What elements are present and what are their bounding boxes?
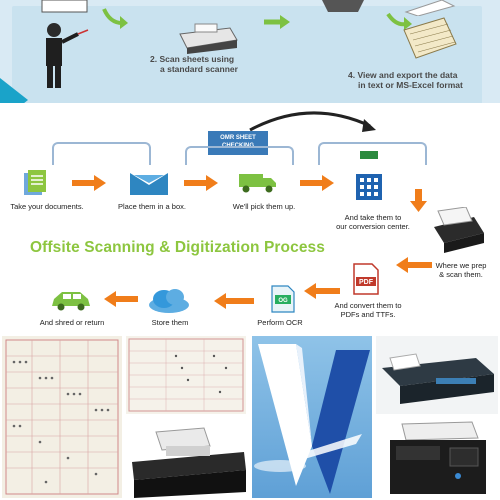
step-label-line: And convert them to xyxy=(334,301,402,310)
omr-box-line-1: OMR SHEET xyxy=(220,135,256,141)
orange-arrow-left-icon xyxy=(104,291,138,307)
step-label-line: Place them in a box. xyxy=(118,202,186,211)
cloud-icon xyxy=(149,289,189,313)
frame-right xyxy=(318,142,427,165)
laptop-icon xyxy=(322,0,364,12)
scanner-photo xyxy=(126,418,250,498)
step-label-line: our conversion center. xyxy=(336,222,410,231)
building-icon xyxy=(356,174,382,200)
orange-arrow-left-icon xyxy=(304,283,340,299)
sheet-fed-scanner-graphic xyxy=(382,353,494,404)
ocr-badge-text: OG xyxy=(278,298,288,304)
step-label-line: Take your documents. xyxy=(10,202,84,211)
car-icon xyxy=(52,292,90,311)
step-label-line: And take them to xyxy=(344,213,402,222)
step-label-line: And shred or return xyxy=(39,318,105,327)
step-4-line-1: 4. View and export the data xyxy=(348,70,458,80)
step-4-text: 4. View and export the data in text or M… xyxy=(348,70,463,90)
step-label-line: & scan them. xyxy=(439,270,483,279)
omr-grid-graphic xyxy=(5,339,119,495)
document-scanner-graphic xyxy=(132,427,246,498)
flow-diagram: Take your documents. Place them in a box… xyxy=(0,165,500,335)
flatbed-scanner-graphic xyxy=(390,421,486,494)
orange-arrow-right-icon xyxy=(72,175,106,191)
v-logo-graphic xyxy=(254,344,370,494)
step-label-line: Store them xyxy=(151,318,189,327)
logo-image xyxy=(252,336,372,498)
step-label: Where we prep & scan them. xyxy=(426,261,496,279)
step-2-text: 2. Scan sheets using a standard scanner xyxy=(150,54,238,74)
scanner-photo xyxy=(376,418,498,498)
step-label: And convert them to PDFs and TTFs. xyxy=(318,301,418,319)
step-4-line-2: in text or MS-Excel format xyxy=(358,80,463,90)
frame-center xyxy=(185,146,294,165)
paper-icon xyxy=(404,0,456,16)
frame-left xyxy=(52,142,151,165)
omr-sheet-image xyxy=(126,336,246,414)
documents-icon xyxy=(24,170,46,195)
step-label-line: Where we prep xyxy=(435,261,487,270)
orange-arrow-right-icon xyxy=(300,175,334,191)
step-label: And take them to our conversion center. xyxy=(318,213,428,231)
step-label: We'll pick them up. xyxy=(224,202,304,211)
presenter-icon xyxy=(41,0,89,88)
green-arrow-icon xyxy=(102,8,128,29)
truck-icon xyxy=(239,174,276,193)
pdf-badge-text: PDF xyxy=(359,279,374,286)
pdf-icon: PDF xyxy=(353,263,379,295)
spreadsheet-document-icon xyxy=(403,17,457,59)
scanner-photo xyxy=(376,336,498,414)
orange-arrow-left-icon xyxy=(396,257,432,273)
step-2-line-1: 2. Scan sheets using xyxy=(150,54,235,64)
green-arrow-icon xyxy=(386,12,412,30)
scanner-icon xyxy=(179,23,238,54)
green-arrow-icon xyxy=(264,15,290,29)
mini-badge xyxy=(360,151,378,159)
step-label-line: PDFs and TTFs. xyxy=(340,310,396,319)
step-label: And shred or return xyxy=(22,318,122,327)
curved-arrow-icon xyxy=(249,111,376,132)
omr-sheet-image xyxy=(2,336,122,498)
orange-arrow-left-icon xyxy=(214,293,254,309)
ocr-icon: OG xyxy=(271,285,295,313)
step-label-line: Perform OCR xyxy=(257,318,303,327)
scanner-icon xyxy=(434,207,484,253)
orange-arrow-right-icon xyxy=(184,175,218,191)
step-label: Place them in a box. xyxy=(112,202,192,211)
omr-grid-graphic xyxy=(128,338,244,412)
step-label: Take your documents. xyxy=(2,202,92,211)
process-banner: 2. Scan sheets using a standard scanner … xyxy=(0,0,500,165)
step-label: Perform OCR xyxy=(240,318,320,327)
step-label: Store them xyxy=(130,318,210,327)
process-title: Offsite Scanning & Digitization Process xyxy=(30,239,326,256)
orange-arrow-down-icon xyxy=(410,189,427,212)
step-label-line: We'll pick them up. xyxy=(232,202,296,211)
step-2-line-2: a standard scanner xyxy=(160,64,238,74)
box-icon xyxy=(130,173,168,195)
